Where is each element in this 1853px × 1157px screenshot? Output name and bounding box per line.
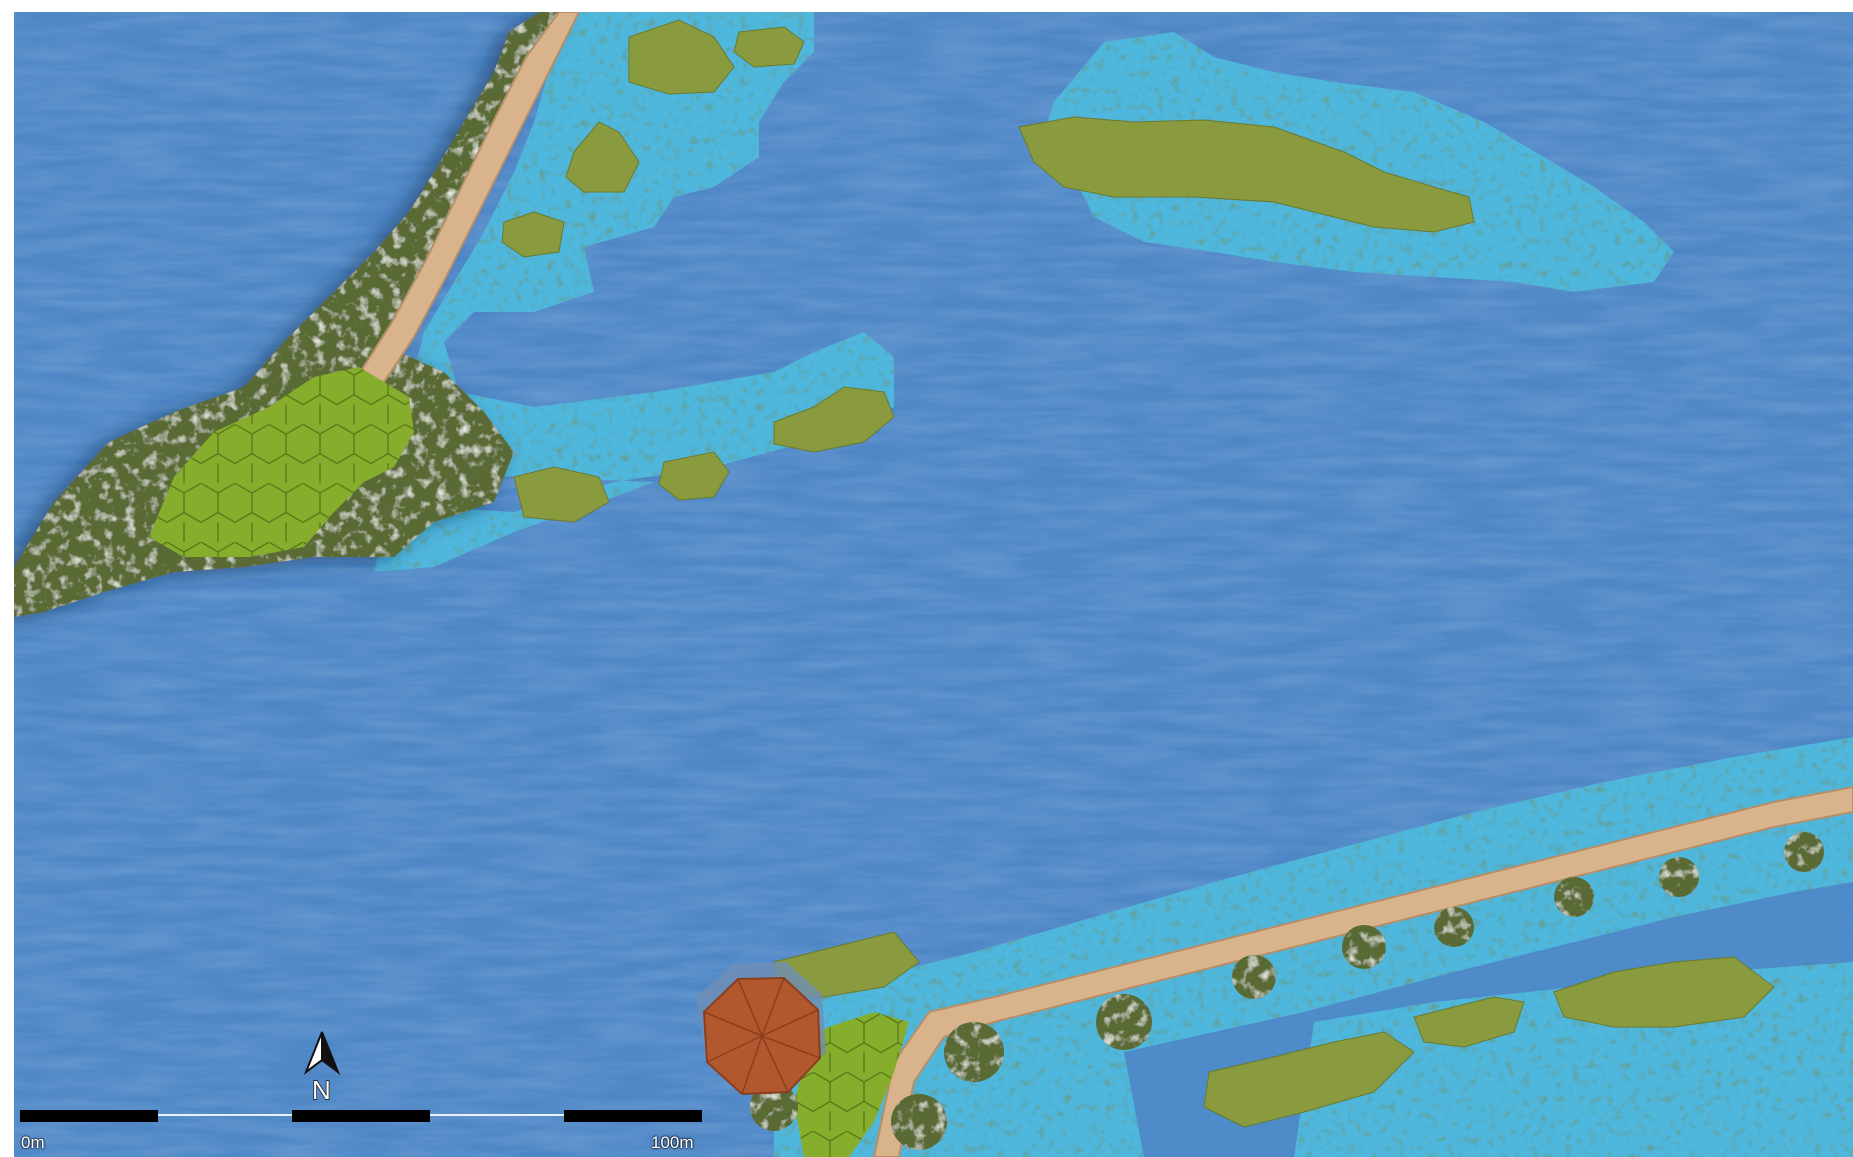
tree [1232, 955, 1276, 999]
woodland-peninsula-canopy [14, 12, 574, 617]
west-meadow [149, 367, 414, 557]
marsh-islet-10 [1413, 996, 1525, 1048]
tree [750, 1083, 798, 1131]
marsh-islet-1 [628, 19, 735, 95]
marsh-islet-9 [1203, 1031, 1415, 1128]
tree [1342, 925, 1386, 969]
scale-bar-segment [564, 1110, 702, 1122]
scale-bar-start-label: 0m [21, 1133, 45, 1152]
tree [1554, 877, 1594, 917]
tree [1659, 857, 1699, 897]
shallow-water-north-west [374, 12, 894, 572]
map-canvas: N [14, 12, 1853, 1157]
marsh-islet-5 [513, 466, 610, 523]
north-arrow-label: N [312, 1075, 331, 1105]
north-arrow-icon: N [303, 1031, 341, 1106]
marsh-islet-2 [733, 26, 805, 68]
tree [944, 1022, 1004, 1082]
marsh-islet-4 [501, 211, 565, 258]
marsh-islet-11 [1553, 956, 1775, 1028]
marsh-islet-3 [565, 121, 640, 193]
pavilion [696, 962, 826, 1096]
scale-bar-end-label: 100m [651, 1133, 694, 1152]
scale-bar [20, 1110, 702, 1122]
west-meadow-grid [149, 367, 414, 557]
scale-bar-segment [20, 1110, 158, 1122]
pavilion-roof-ridges [703, 977, 821, 1095]
south-boardwalk [872, 785, 1853, 1157]
marsh-islet-7 [773, 386, 895, 453]
tree [1434, 907, 1474, 947]
tree [1096, 994, 1152, 1050]
scale-bar-segment [292, 1110, 430, 1122]
boardwalk-trees [750, 832, 1824, 1150]
marsh-islet-6 [658, 451, 730, 501]
marsh-islet-8 [1018, 116, 1475, 233]
marsh-islets [501, 19, 1775, 1128]
woodland-peninsula [14, 12, 574, 617]
tree [1784, 832, 1824, 872]
tree [891, 1094, 947, 1150]
